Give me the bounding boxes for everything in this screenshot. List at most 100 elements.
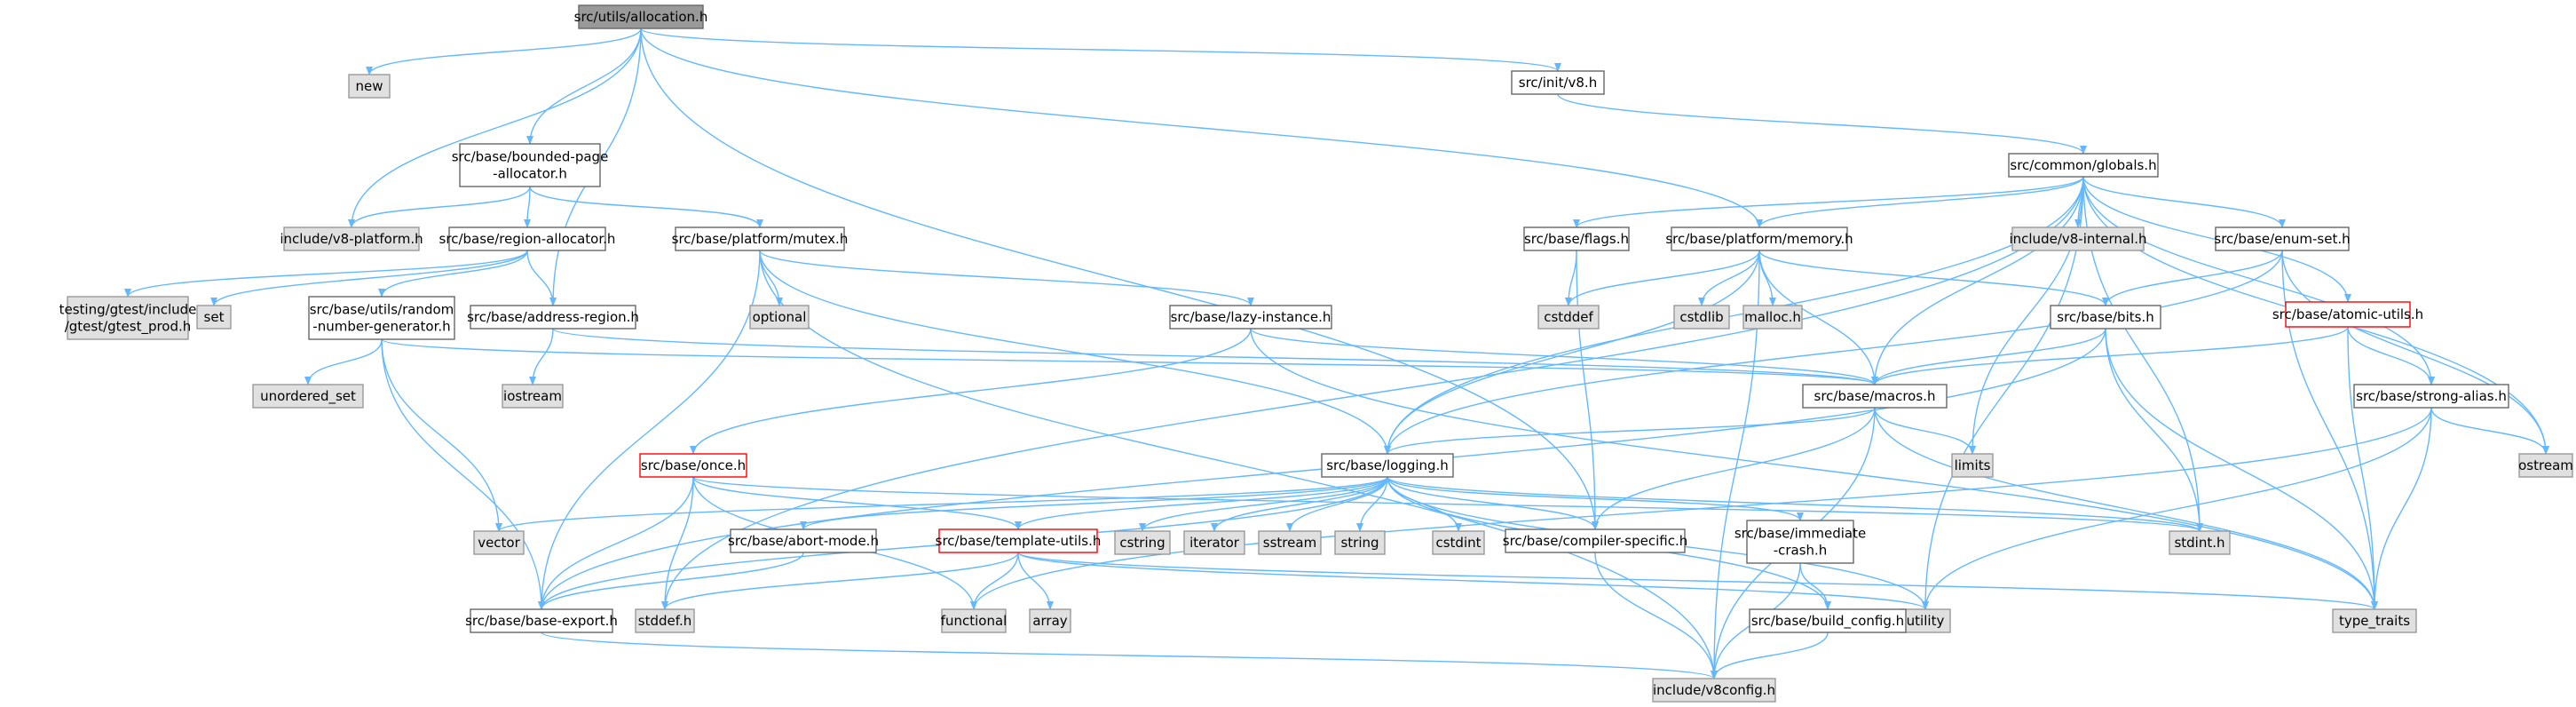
node-label: src/base/template-utils.h [936, 533, 1102, 549]
edge-bits-to-typetraits [2105, 328, 2378, 610]
node-malloc[interactable]: malloc.h [1742, 305, 1803, 330]
node-compiler[interactable]: src/base/compiler-specific.h [1503, 528, 1687, 553]
edge-memory-to-logging [1384, 250, 1760, 455]
node-box-rng [308, 296, 455, 340]
node-iostream[interactable]: iostream [502, 384, 564, 409]
node-set[interactable]: set [196, 305, 232, 330]
edge-root-to-memory [640, 28, 1763, 228]
edge-enumset-to-bits [2102, 250, 2283, 306]
edge-strongalias-to-utility [1922, 407, 2432, 610]
node-box-addrregion [470, 305, 636, 330]
node-label: src/base/macros.h [1814, 388, 1936, 404]
node-gtest[interactable]: testing/gtest/include/gtest/gtest_prod.h [59, 296, 197, 340]
node-strongalias[interactable]: src/base/strong-alias.h [2353, 384, 2509, 409]
node-box-typetraits [2332, 608, 2417, 633]
node-abortmode[interactable]: src/base/abort-mode.h [728, 528, 879, 553]
node-macros[interactable]: src/base/macros.h [1802, 384, 1948, 409]
edge-rng-to-macros [381, 338, 1878, 385]
node-stdint[interactable]: stdint.h [2169, 530, 2231, 555]
edge-rng-to-unordered [304, 338, 383, 385]
edge-lazy-to-typetraits [1250, 328, 2378, 610]
node-template[interactable]: src/base/template-utils.h [936, 528, 1102, 553]
node-optional[interactable]: optional [749, 305, 810, 330]
node-limits[interactable]: limits [1951, 453, 1994, 478]
edge-root-to-init_v8 [640, 28, 1561, 72]
edge-memory-to-cstddef [1565, 250, 1760, 306]
node-region_alloc[interactable]: src/base/region-allocator.h [439, 226, 616, 251]
node-label: src/common/globals.h [2010, 157, 2156, 173]
node-label: vector [478, 535, 520, 551]
edge-bounded-to-mutex [529, 186, 763, 228]
node-label: stdint.h [2174, 535, 2224, 551]
node-label: src/base/atomic-utils.h [2272, 306, 2423, 322]
node-label: src/base/compiler-specific.h [1503, 533, 1687, 549]
node-label: ostream [2518, 457, 2573, 473]
node-addrregion[interactable]: src/base/address-region.h [467, 305, 639, 330]
node-new[interactable]: new [348, 74, 391, 99]
node-label: include/v8-platform.h [280, 231, 423, 247]
node-v8internal[interactable]: include/v8-internal.h [2009, 226, 2147, 251]
node-enumset[interactable]: src/base/enum-set.h [2214, 226, 2351, 251]
node-vector[interactable]: vector [473, 530, 525, 555]
node-unordered[interactable]: unordered_set [252, 384, 364, 409]
edge-logging-to-sstream [1286, 476, 1388, 532]
node-bounded[interactable]: src/base/bounded-page-allocator.h [452, 143, 609, 187]
node-box-malloc [1742, 305, 1803, 330]
node-lazy[interactable]: src/base/lazy-instance.h [1169, 305, 1332, 330]
edge-macros-to-typetraits [1874, 407, 2378, 610]
node-box-array [1029, 608, 1071, 633]
node-utility[interactable]: utility [1900, 608, 1951, 633]
edge-template-to-functional [970, 552, 1019, 610]
node-typetraits[interactable]: type_traits [2332, 608, 2417, 633]
node-label: src/base/enum-set.h [2214, 231, 2350, 247]
node-box-functional [941, 608, 1007, 633]
node-box-enumset [2215, 226, 2350, 251]
edge-logging-to-iterator [1211, 476, 1388, 532]
node-root[interactable]: src/utils/allocation.h [574, 4, 708, 29]
edge-atomic-to-macros [1871, 326, 2349, 385]
node-immediate[interactable]: src/base/immediate-crash.h [1734, 520, 1866, 564]
edge-logging-to-cstring [1139, 476, 1388, 532]
node-label: -allocator.h [493, 166, 567, 182]
node-iterator[interactable]: iterator [1183, 530, 1245, 555]
node-memory[interactable]: src/base/platform/memory.h [1665, 226, 1853, 251]
node-array[interactable]: array [1029, 608, 1071, 633]
node-once[interactable]: src/base/once.h [639, 453, 747, 478]
node-atomic[interactable]: src/base/atomic-utils.h [2272, 301, 2423, 328]
node-baseexport[interactable]: src/base/base-export.h [465, 608, 618, 633]
node-functional[interactable]: functional [941, 608, 1007, 633]
node-rng[interactable]: src/base/utils/random-number-generator.h [308, 296, 455, 340]
node-box-vector [473, 530, 525, 555]
node-sstream[interactable]: sstream [1258, 530, 1322, 555]
node-globals[interactable]: src/common/globals.h [2008, 153, 2159, 178]
node-init_v8[interactable]: src/init/v8.h [1511, 70, 1605, 95]
edge-bounded-to-region_alloc [524, 186, 532, 228]
edge-mutex-to-lazy [759, 250, 1254, 306]
node-v8platform[interactable]: include/v8-platform.h [280, 226, 423, 251]
node-box-logging [1321, 453, 1454, 478]
node-bits[interactable]: src/base/bits.h [2050, 305, 2161, 330]
node-ostream[interactable]: ostream [2518, 453, 2573, 478]
node-v8config[interactable]: include/v8config.h [1652, 678, 1776, 703]
node-string[interactable]: string [1334, 530, 1386, 555]
node-label: functional [941, 613, 1007, 629]
edge-region_alloc-to-rng [378, 250, 528, 298]
node-cstdint[interactable]: cstdint [1432, 530, 1485, 555]
edge-once-to-stddef [661, 476, 694, 610]
node-buildconfig[interactable]: src/base/build_config.h [1749, 608, 1907, 633]
node-box-new [348, 74, 391, 99]
node-cstring[interactable]: cstring [1114, 530, 1171, 555]
node-stddef[interactable]: stddef.h [635, 608, 695, 633]
node-mutex[interactable]: src/base/platform/mutex.h [672, 226, 849, 251]
edge-enumset-to-logging [1384, 250, 2283, 455]
node-label: cstddef [1544, 309, 1593, 325]
node-logging[interactable]: src/base/logging.h [1321, 453, 1454, 478]
node-flags[interactable]: src/base/flags.h [1523, 226, 1630, 251]
node-label: src/base/bounded-page [452, 149, 609, 165]
node-cstdlib[interactable]: cstdlib [1673, 305, 1730, 330]
node-cstddef[interactable]: cstddef [1537, 305, 1600, 330]
node-box-init_v8 [1511, 70, 1605, 95]
edge-init_v8-to-globals [1557, 93, 2087, 155]
node-label: array [1032, 613, 1067, 629]
node-label: malloc.h [1744, 309, 1801, 325]
